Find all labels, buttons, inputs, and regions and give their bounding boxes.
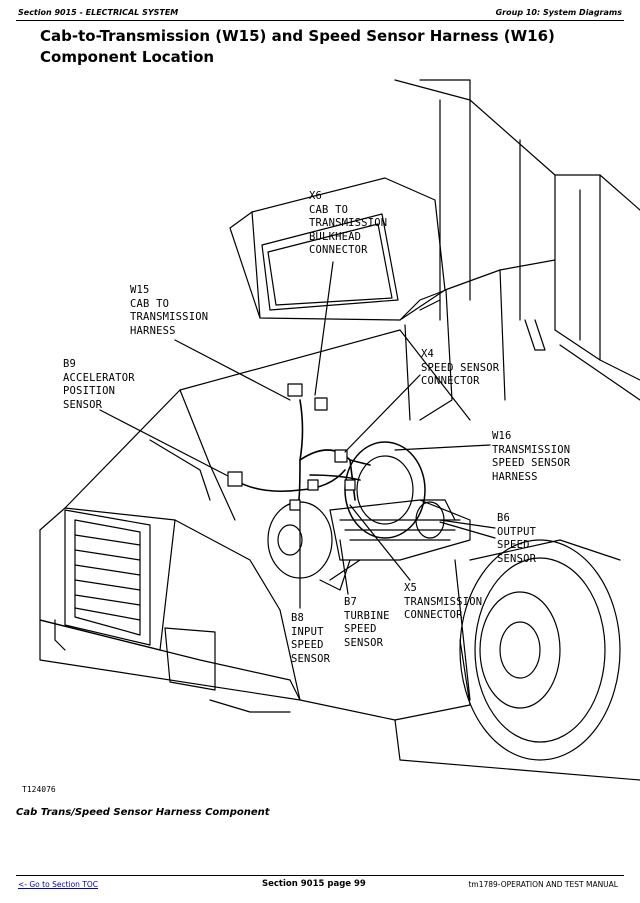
group-header: Group 10: System Diagrams: [495, 8, 622, 17]
label-w16-transmission-speed-sensor-harness: W16 TRANSMISSION SPEED SENSOR HARNESS: [492, 430, 571, 483]
page-title-line-2: Component Location: [40, 48, 215, 66]
page-number: Section 9015 page 99: [262, 879, 366, 889]
go-to-section-toc-link[interactable]: <- Go to Section TOC: [18, 880, 99, 889]
label-x5-transmission-connector: X5 TRANSMISSION CONNECTOR: [404, 582, 483, 621]
component-location-figure: X6 CAB TO TRANSMISSION BULKHEAD CONNECTO…: [0, 72, 640, 792]
label-x4-speed-sensor-connector: X4 SPEED SENSOR CONNECTOR: [421, 348, 500, 387]
figure-id: T124076: [22, 785, 56, 794]
section-header: Section 9015 - ELECTRICAL SYSTEM: [18, 8, 179, 17]
page-title: Cab-to-Transmission (W15) and Speed Sens…: [40, 26, 600, 68]
label-x6-bulkhead-connector: X6 CAB TO TRANSMISSION BULKHEAD CONNECTO…: [309, 190, 388, 256]
truck-line-drawing: [39, 79, 640, 781]
figure-caption: Cab Trans/Speed Sensor Harness Component: [16, 807, 270, 818]
label-w15-cab-to-transmission-harness: W15 CAB TO TRANSMISSION HARNESS: [130, 284, 209, 337]
label-b8-input-speed-sensor: B8 INPUT SPEED SENSOR: [291, 612, 331, 665]
label-b7-turbine-speed-sensor: B7 TURBINE SPEED SENSOR: [344, 596, 390, 649]
page-title-line-1: Cab-to-Transmission (W15) and Speed Sens…: [40, 27, 555, 45]
manual-name: tm1789-OPERATION AND TEST MANUAL: [468, 880, 618, 889]
label-b6-output-speed-sensor: B6 OUTPUT SPEED SENSOR: [497, 512, 537, 565]
footer-divider: [16, 875, 624, 876]
header-divider: [16, 20, 624, 21]
label-b9-accelerator-position-sensor: B9 ACCELERATOR POSITION SENSOR: [63, 358, 135, 411]
